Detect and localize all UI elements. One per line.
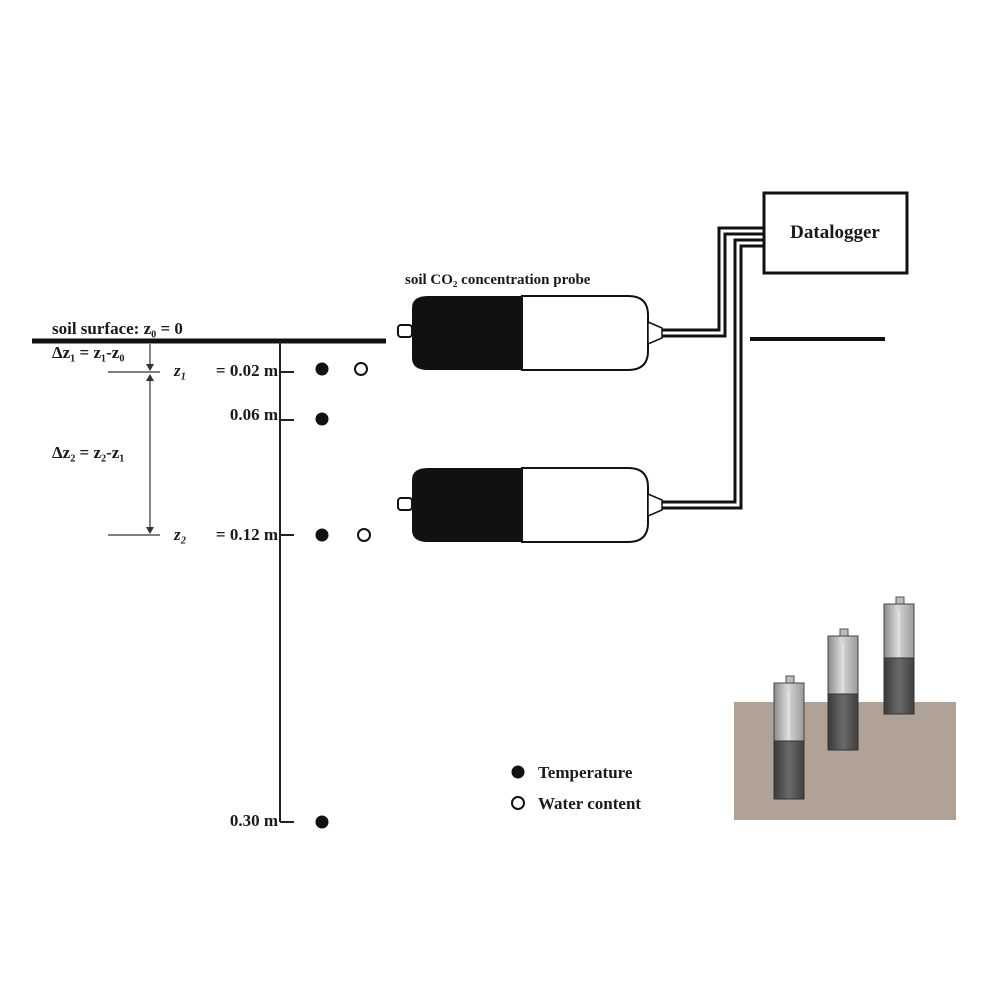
legend-water-marker: [511, 796, 525, 810]
delta-z1-label: Δz₁ = z₁-z₀: [52, 343, 124, 362]
legend-water-label: Water content: [538, 794, 641, 813]
legend-temperature-marker: [511, 765, 525, 779]
inset-probe-right: [883, 596, 915, 715]
depth-sym-2: z₂: [173, 525, 187, 544]
depth-label-2: = 0.12 m: [216, 525, 278, 544]
datalogger-box: [762, 191, 909, 275]
temperature-marker-0: [315, 362, 329, 376]
delta-z2-arrowhead-bottom: [146, 527, 154, 534]
inset-soil-probes: [734, 596, 956, 820]
depth-sym-0: z₁: [173, 361, 187, 380]
depth-label-3: 0.30 m: [230, 811, 278, 830]
water-marker-2: [357, 528, 371, 542]
inset-probe-left: [773, 675, 805, 800]
soil-surface-label: soil surface: z₀ = 0: [52, 319, 183, 338]
delta-z2-label: Δz₂ = z₂-z₁: [52, 443, 124, 462]
probe-title: soil CO₂ concentration probe: [405, 272, 591, 288]
water-marker-0: [354, 362, 368, 376]
temperature-marker-1: [315, 412, 329, 426]
temperature-marker-3: [315, 815, 329, 829]
depth-label-0: = 0.02 m: [216, 361, 278, 380]
co2-probe-upper: [397, 295, 663, 371]
delta-z2-arrowhead-top: [146, 374, 154, 381]
co2-probe-lower: [397, 467, 663, 543]
depth-label-1: 0.06 m: [230, 405, 278, 424]
delta-z1-arrowhead: [146, 364, 154, 371]
inset-probe-middle: [827, 628, 859, 751]
temperature-marker-2: [315, 528, 329, 542]
legend-temperature-label: Temperature: [538, 763, 633, 782]
datalogger-label: Datalogger: [790, 222, 880, 243]
cable-upper: [662, 226, 764, 338]
cable-lower: [662, 238, 764, 510]
